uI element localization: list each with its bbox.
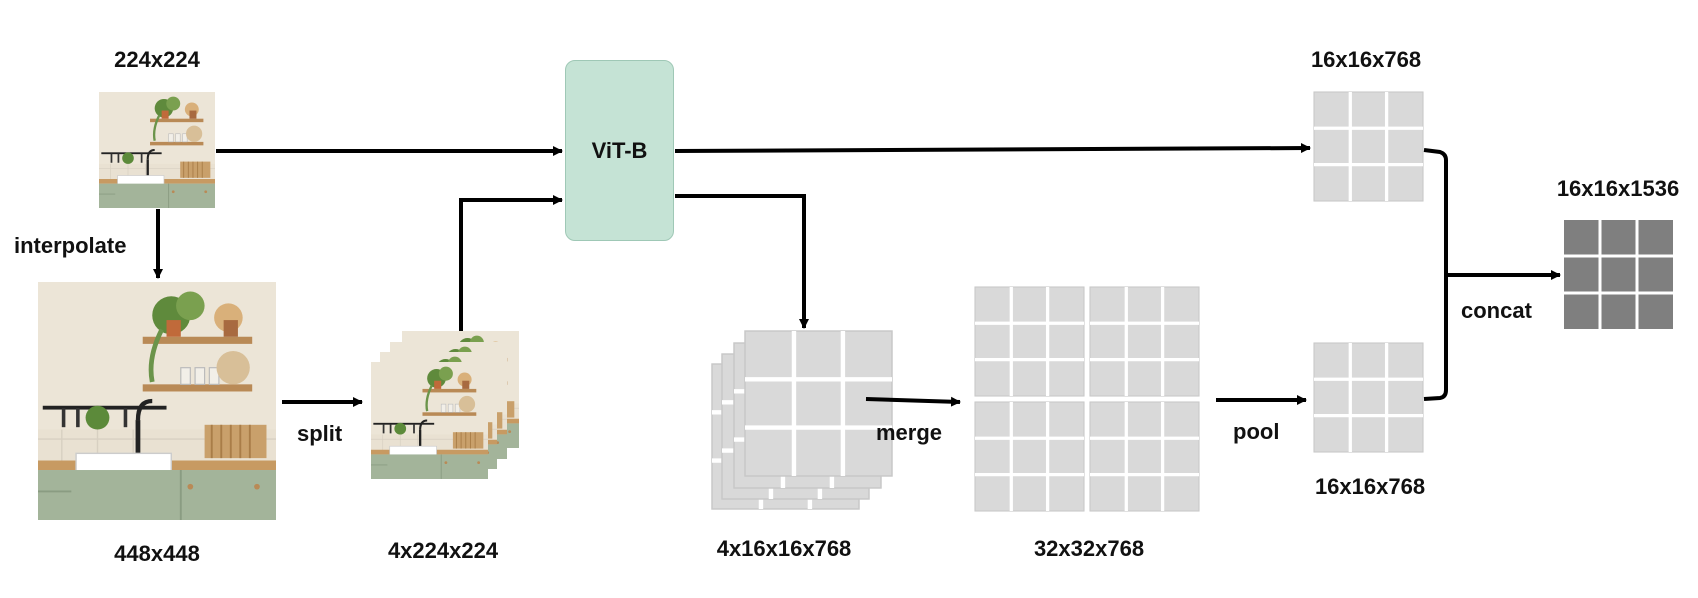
concat-output-grid xyxy=(1564,220,1673,329)
op-merge: merge xyxy=(876,420,943,445)
arrow-vit-to-global xyxy=(674,143,1311,154)
global-feature-grid xyxy=(1312,90,1425,203)
pooled-feature-grid xyxy=(1312,341,1425,454)
label-pooled-feat: 16x16x768 xyxy=(1314,474,1426,499)
label-split-stack: 4x224x224 xyxy=(387,538,499,563)
vit-b-block: ViT-B xyxy=(565,60,674,241)
input-image-448 xyxy=(38,282,276,520)
label-global-feat: 16x16x768 xyxy=(1310,47,1422,72)
label-input-small: 224x224 xyxy=(114,47,200,72)
op-pool: pool xyxy=(1233,419,1280,444)
label-vit-out-stack: 4x16x16x768 xyxy=(716,536,852,561)
label-merged: 32x32x768 xyxy=(1033,536,1145,561)
label-input-large: 448x448 xyxy=(114,541,200,566)
concat-bracket xyxy=(1423,148,1448,401)
merged-feature-grid xyxy=(973,285,1201,513)
arrow-vit-to-stack xyxy=(675,194,809,329)
op-concat: concat xyxy=(1461,298,1532,323)
arrow-stack-to-vit xyxy=(459,195,563,331)
op-interpolate: interpolate xyxy=(14,233,127,258)
vit-b-label: ViT-B xyxy=(591,137,648,163)
split-image-stack xyxy=(369,329,521,481)
op-split: split xyxy=(297,421,343,446)
vit-output-stack xyxy=(712,331,892,509)
label-concat-out: 16x16x1536 xyxy=(1556,176,1680,201)
input-image-224 xyxy=(97,90,217,210)
arrow-merge xyxy=(865,396,961,407)
